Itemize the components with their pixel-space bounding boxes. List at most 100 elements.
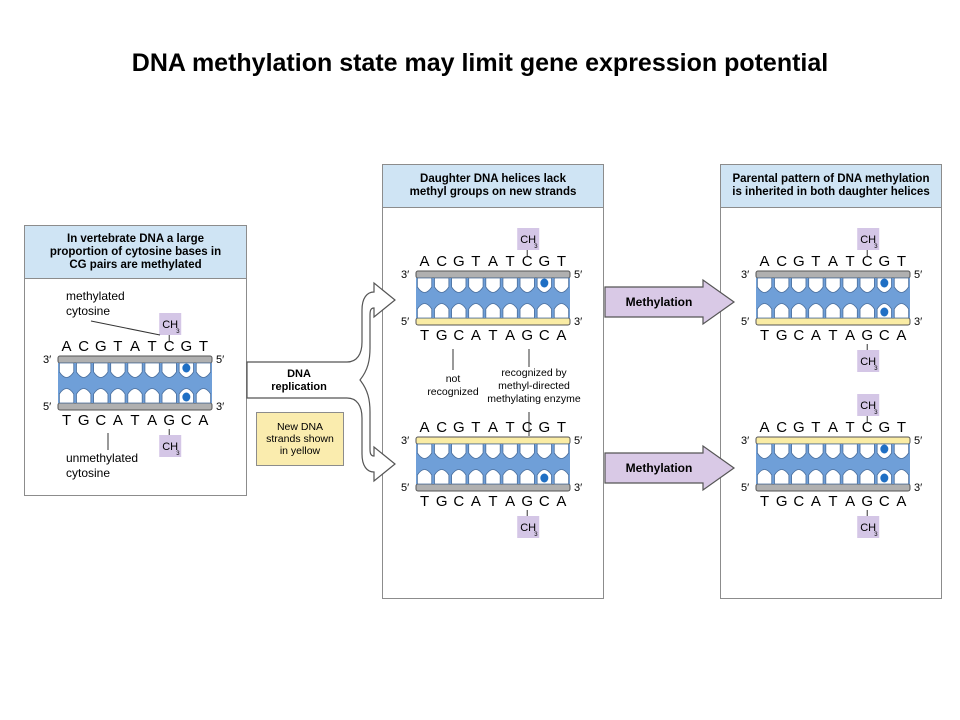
base-top xyxy=(451,443,467,459)
strand-end-label: 3′ xyxy=(741,435,749,447)
base-letter-bottom: G xyxy=(776,327,788,344)
base-bottom xyxy=(468,469,484,485)
base-letter-bottom: T xyxy=(130,412,139,429)
base-letter-bottom: C xyxy=(879,327,890,344)
methylation-label-bottom: Methylation xyxy=(625,461,693,475)
base-letter-top: T xyxy=(846,253,855,270)
replication-arrow xyxy=(246,281,396,483)
strand-end-label: 3′ xyxy=(914,316,922,328)
strand-end-label: 3′ xyxy=(401,269,409,281)
dna-strand-bottom xyxy=(415,483,571,492)
strand-end-label: 5′ xyxy=(914,435,922,447)
base-top xyxy=(144,362,160,378)
base-letter-bottom: G xyxy=(861,327,873,344)
base-letter-bottom: A xyxy=(505,327,515,344)
base-letter-top: A xyxy=(62,338,72,355)
unmethylated-cytosine-label: unmethylated cytosine xyxy=(66,451,139,480)
base-letter-top: A xyxy=(828,419,838,436)
base-bottom xyxy=(76,388,92,404)
base-letter-top: G xyxy=(453,419,465,436)
base-bottom xyxy=(774,469,790,485)
base-letter-bottom: T xyxy=(760,493,769,510)
methyl-subscript: 3 xyxy=(534,532,538,538)
base-letter-bottom: G xyxy=(861,493,873,510)
base-letter-top: T xyxy=(897,419,906,436)
dna-strand-top xyxy=(755,436,911,445)
base-bottom xyxy=(774,303,790,319)
methyl-box xyxy=(159,313,182,335)
base-bottom xyxy=(825,303,841,319)
methyl-subscript: 3 xyxy=(534,244,538,250)
methyl-text: CH xyxy=(860,522,876,534)
base-top xyxy=(485,277,501,293)
page-title: DNA methylation state may limit gene exp… xyxy=(131,49,829,77)
base-letter-top: A xyxy=(760,253,770,270)
base-top xyxy=(553,277,570,293)
base-letter-bottom: T xyxy=(420,493,429,510)
base-letter-top: C xyxy=(78,338,89,355)
base-letter-bottom: A xyxy=(811,493,821,510)
base-letter-top: T xyxy=(846,419,855,436)
strand-end-label: 3′ xyxy=(216,401,224,413)
base-top xyxy=(416,443,433,459)
base-bottom xyxy=(842,469,858,485)
base-letter-bottom: T xyxy=(828,493,837,510)
base-letter-bottom: A xyxy=(811,327,821,344)
base-letter-bottom: C xyxy=(181,412,192,429)
base-bottom xyxy=(195,388,212,404)
base-top xyxy=(110,362,126,378)
base-top xyxy=(808,277,824,293)
methyl-spot xyxy=(880,278,889,288)
base-bottom xyxy=(451,303,467,319)
methyl-subscript: 3 xyxy=(874,244,878,250)
base-bottom xyxy=(756,303,773,319)
methyl-spot xyxy=(182,363,191,373)
base-letter-bottom: T xyxy=(420,327,429,344)
base-bottom xyxy=(859,303,875,319)
base-letter-top: G xyxy=(878,419,890,436)
base-letter-bottom: T xyxy=(488,493,497,510)
base-top xyxy=(519,277,535,293)
methyl-spot xyxy=(880,307,889,317)
base-letter-top: A xyxy=(420,253,430,270)
methyl-spot xyxy=(880,473,889,483)
base-bottom xyxy=(485,303,501,319)
base-letter-top: C xyxy=(522,419,533,436)
methylation-arrow-bottom xyxy=(604,444,736,492)
base-top xyxy=(536,443,552,459)
methyl-text: CH xyxy=(860,400,876,412)
base-letter-top: G xyxy=(180,338,192,355)
base-letter-bottom: C xyxy=(539,493,550,510)
not-recognized-label: not recognized xyxy=(427,373,479,398)
base-letter-bottom: C xyxy=(879,493,890,510)
base-letter-top: C xyxy=(776,419,787,436)
base-letter-bottom: G xyxy=(78,412,90,429)
base-bottom xyxy=(808,469,824,485)
methyl-spot xyxy=(182,392,191,402)
base-top xyxy=(756,443,773,459)
base-letter-top: C xyxy=(436,419,447,436)
methyl-group-label: CH3 xyxy=(159,429,182,457)
base-bottom xyxy=(502,469,518,485)
base-top xyxy=(502,443,518,459)
methyl-group-label: CH3 xyxy=(857,510,880,538)
base-top xyxy=(58,362,75,378)
methyl-spot xyxy=(540,473,549,483)
base-bottom xyxy=(434,303,450,319)
base-bottom xyxy=(502,303,518,319)
methyl-text: CH xyxy=(520,234,536,246)
strand-end-label: 5′ xyxy=(401,482,409,494)
methyl-box xyxy=(857,394,880,416)
base-letter-bottom: A xyxy=(505,493,515,510)
dna-strand-top xyxy=(57,355,213,364)
base-letter-bottom: G xyxy=(521,327,533,344)
base-bottom xyxy=(791,469,807,485)
base-letter-bottom: C xyxy=(453,327,464,344)
base-letter-top: G xyxy=(453,253,465,270)
methylation-arrow-top xyxy=(604,278,736,326)
base-letter-top: T xyxy=(557,253,566,270)
